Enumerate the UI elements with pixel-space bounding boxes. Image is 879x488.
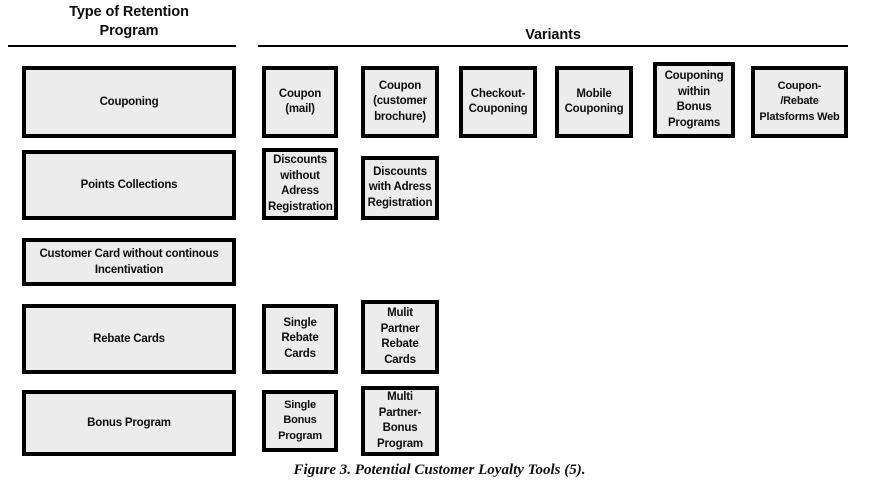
variant-box-coupon-mail[interactable]: Coupon (mail) bbox=[262, 66, 338, 138]
category-box-points-collections[interactable]: Points Collections bbox=[22, 150, 236, 220]
variant-box-mulit-partner-rebate-cards[interactable]: Mulit Partner Rebate Cards bbox=[361, 300, 439, 374]
figure-caption-text: Figure 3. Potential Customer Loyalty Too… bbox=[293, 462, 586, 478]
header-left-line2: Program bbox=[99, 23, 159, 39]
variant-box-discounts-without-adress-registration[interactable]: Discounts without Adress Registration bbox=[262, 148, 338, 220]
variant-label: Single Rebate Cards bbox=[281, 316, 319, 360]
variant-box-coupon-customer-brochure[interactable]: Coupon (customer brochure) bbox=[361, 66, 439, 138]
header-rule-right bbox=[258, 45, 848, 47]
category-label: Customer Card without continous Incentiv… bbox=[39, 248, 219, 276]
header-right-label: Variants bbox=[525, 27, 581, 43]
variant-label: Couponing within Bonus Programs bbox=[664, 70, 724, 129]
category-label: Couponing bbox=[99, 96, 159, 108]
variant-label: Mobile Couponing bbox=[564, 87, 624, 116]
category-label: Points Collections bbox=[80, 179, 178, 191]
header-type-of-retention-program: Type of Retention Program bbox=[22, 3, 236, 41]
variant-label: Coupon (customer brochure) bbox=[373, 79, 427, 123]
category-label: Bonus Program bbox=[87, 417, 171, 429]
header-variants: Variants bbox=[258, 26, 848, 45]
variant-label: Discounts without Adress Registration bbox=[268, 154, 333, 213]
category-box-bonus-program[interactable]: Bonus Program bbox=[22, 390, 236, 456]
variant-label: Single Bonus Program bbox=[278, 398, 322, 442]
variant-label: Mulit Partner Rebate Cards bbox=[380, 307, 420, 366]
header-left-line1: Type of Retention bbox=[69, 4, 189, 20]
variant-label: Checkout- Couponing bbox=[468, 87, 528, 116]
figure-caption: Figure 3. Potential Customer Loyalty Too… bbox=[0, 462, 879, 479]
variant-box-mobile-couponing[interactable]: Mobile Couponing bbox=[555, 66, 633, 138]
category-box-rebate-cards[interactable]: Rebate Cards bbox=[22, 304, 236, 374]
variant-label: Coupon (mail) bbox=[278, 87, 322, 116]
category-box-couponing[interactable]: Couponing bbox=[22, 66, 236, 138]
variant-label: Discounts with Adress Registration bbox=[367, 165, 433, 209]
variant-box-couponing-within-bonus-programs[interactable]: Couponing within Bonus Programs bbox=[653, 62, 735, 138]
variant-label: Multi Partner- Bonus Program bbox=[377, 391, 423, 450]
header-rule-left bbox=[8, 45, 236, 47]
variant-box-single-bonus-program[interactable]: Single Bonus Program bbox=[262, 390, 338, 452]
variant-box-single-rebate-cards[interactable]: Single Rebate Cards bbox=[262, 304, 338, 374]
variant-box-discounts-with-adress-registration[interactable]: Discounts with Adress Registration bbox=[361, 156, 439, 220]
variant-box-checkout-couponing[interactable]: Checkout- Couponing bbox=[459, 66, 537, 138]
category-box-customer-card-without-continous-incentivation[interactable]: Customer Card without continous Incentiv… bbox=[22, 238, 236, 286]
variant-box-coupon-rebate-platsforms-web[interactable]: Coupon- /Rebate Platsforms Web bbox=[751, 66, 848, 138]
variant-box-multi-partner-bonus-program[interactable]: Multi Partner- Bonus Program bbox=[361, 386, 439, 456]
category-label: Rebate Cards bbox=[93, 333, 165, 345]
variant-label: Coupon- /Rebate Platsforms Web bbox=[759, 79, 840, 123]
